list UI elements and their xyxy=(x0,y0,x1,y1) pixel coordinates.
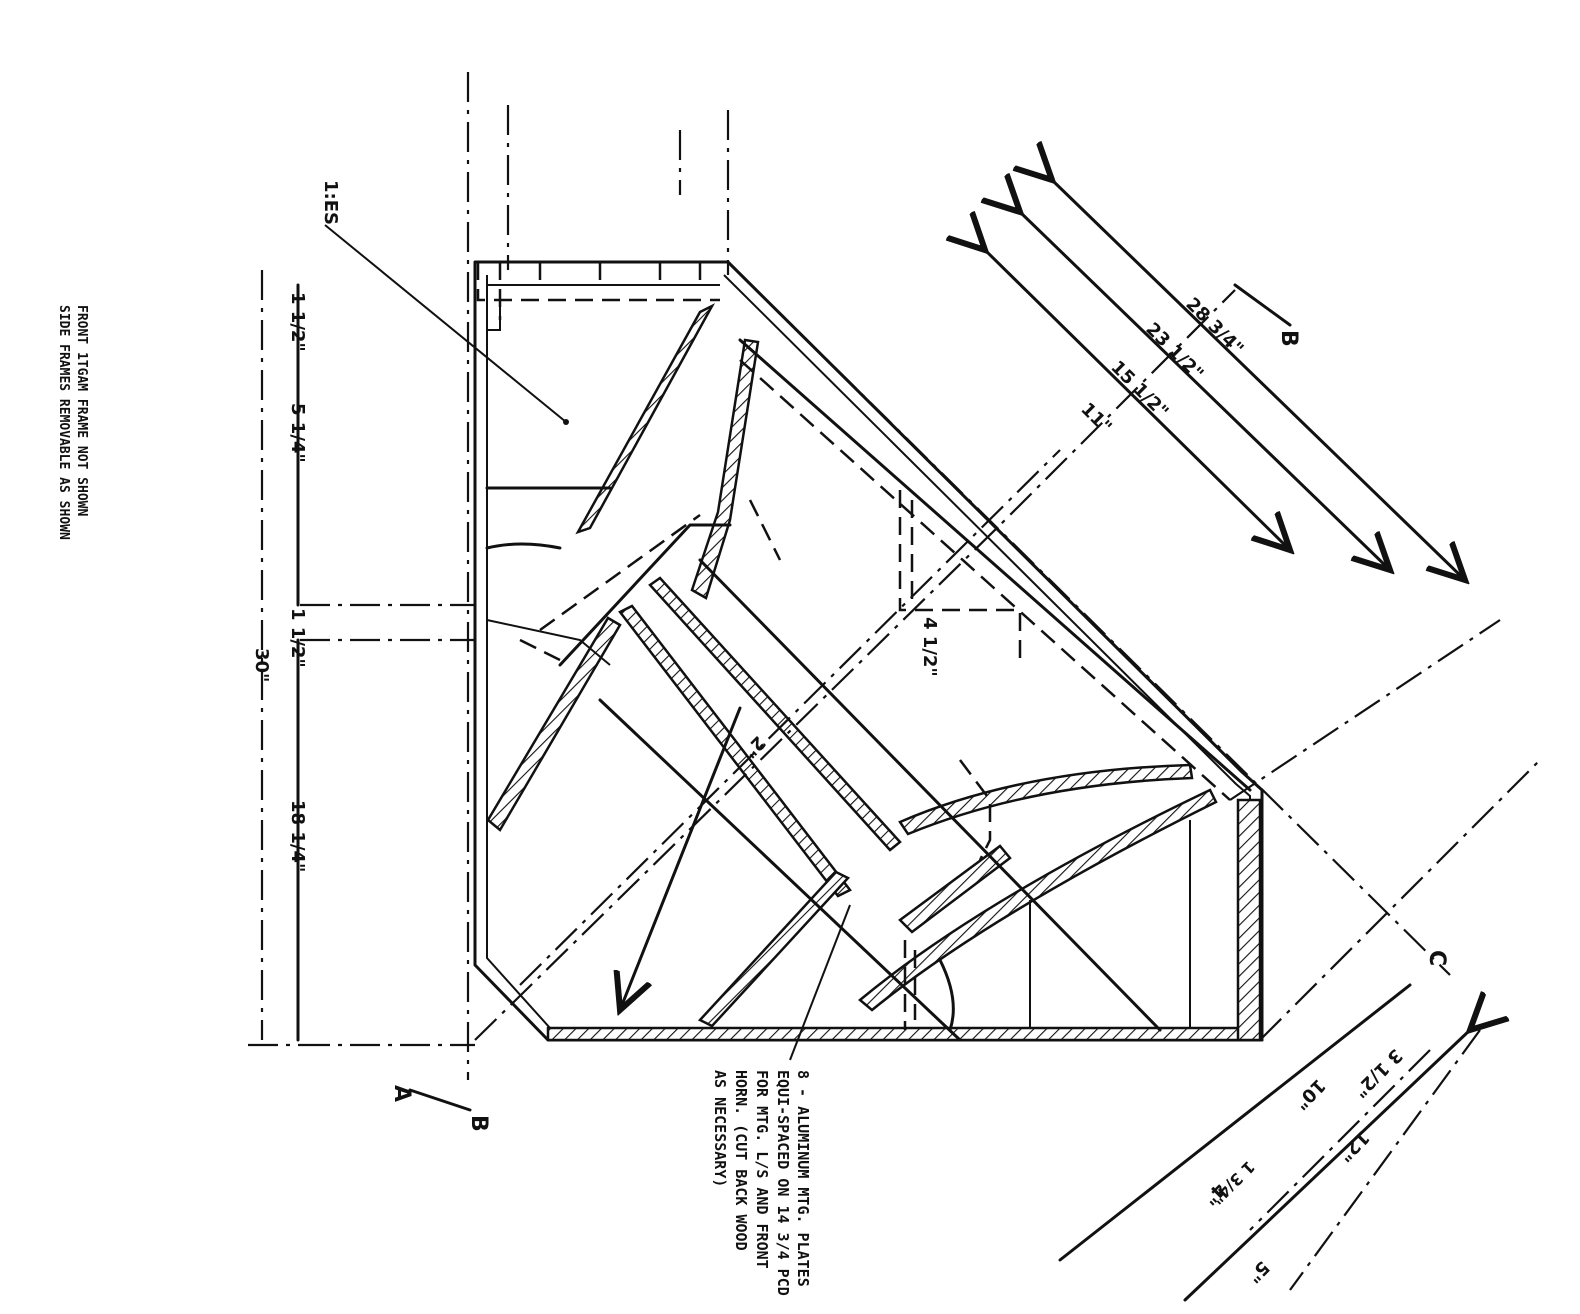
reference-labels: 1:ES B B A C xyxy=(320,180,1449,1132)
dim-5: 5" xyxy=(1243,1256,1273,1286)
side-note: FRONT 1TGAM FRAME NOT SHOWN SIDE FRAMES … xyxy=(56,305,89,540)
dim-18: 18 1/4" xyxy=(287,800,308,872)
side-note-line2: SIDE FRAMES REMOVABLE AS SHOWN xyxy=(56,305,71,540)
dim-1-5-top: 1 1/2" xyxy=(287,292,308,352)
horn-walls xyxy=(486,303,1218,1028)
interior-lines xyxy=(485,338,1252,1042)
plate-note-line3: FOR MTG. L/S AND FRONT xyxy=(753,1070,771,1269)
ref-label-top: 1:ES xyxy=(320,180,341,225)
dim-15: 15 1/2" xyxy=(1106,357,1172,423)
plate-note-line5: AS NECESSARY) xyxy=(711,1070,729,1187)
dimension-lines xyxy=(260,180,1480,1302)
dim-1-5-mid: 1 1/2" xyxy=(287,608,308,668)
c-mark: C xyxy=(1424,950,1449,966)
section-label-b-bottom: B xyxy=(466,1115,491,1132)
plate-note-line1: 8 - ALUMINUM MTG. PLATES xyxy=(794,1070,812,1287)
dim-11: 11" xyxy=(1076,399,1115,438)
center-lines xyxy=(248,72,1541,1080)
dim-12: 12" xyxy=(1334,1126,1373,1165)
plate-note-line2: EQUI-SPACED ON 14 3/4 PCD xyxy=(774,1070,792,1296)
dim-28: 28 3/4" xyxy=(1181,294,1247,360)
dim-4-5: 4 1/2" xyxy=(919,617,940,677)
plate-note-line4: HORN. (CUT BACK WOOD xyxy=(732,1070,750,1251)
side-note-line1: FRONT 1TGAM FRAME NOT SHOWN xyxy=(74,305,89,516)
dim-3-5: 3 1/2" xyxy=(1349,1044,1406,1101)
dim-5-4: 5 1/4" xyxy=(287,403,308,463)
section-label-a: A xyxy=(389,1085,414,1102)
dim-10: 10" xyxy=(1290,1074,1329,1113)
section-label-b-top: B xyxy=(1276,330,1301,347)
leaders xyxy=(324,224,851,1061)
dim-30: 30" xyxy=(251,648,272,682)
plate-note: 8 - ALUMINUM MTG. PLATES EQUI-SPACED ON … xyxy=(711,1070,812,1296)
